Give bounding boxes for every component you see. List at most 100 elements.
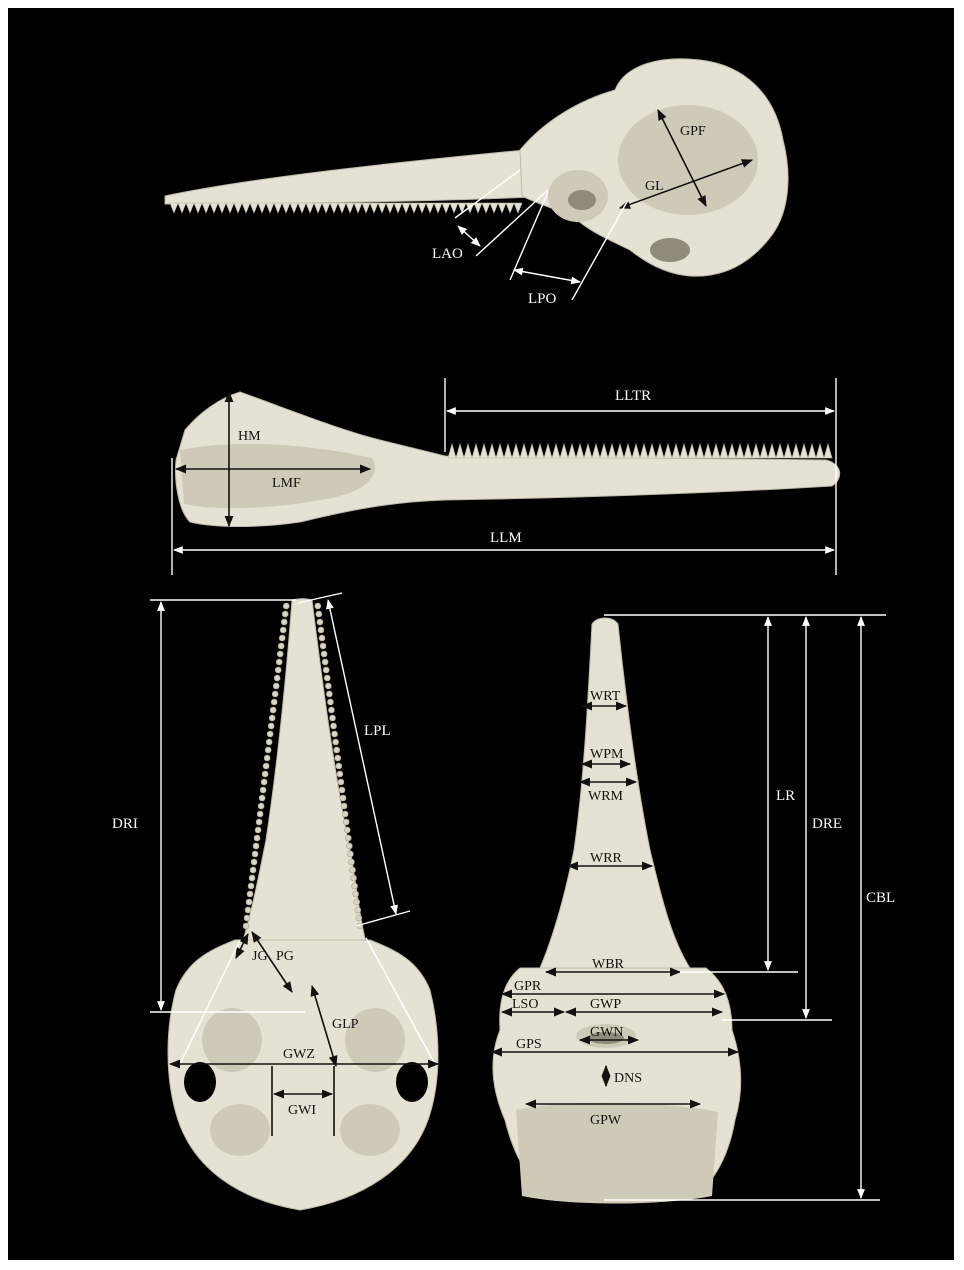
ventral-tooth — [244, 915, 250, 921]
ventral-tooth — [277, 651, 283, 657]
lateral-tooth — [418, 203, 426, 213]
ventral-tooth — [316, 611, 322, 617]
mandible-tooth — [624, 444, 632, 458]
gwi-label: GWI — [288, 1103, 316, 1118]
ventral-tooth — [341, 803, 347, 809]
ventral-tooth — [269, 715, 275, 721]
lso-label: LSO — [512, 997, 538, 1012]
mandible-tooth — [512, 444, 520, 458]
ventral-tooth — [322, 659, 328, 665]
ventral-tooth — [321, 651, 327, 657]
orbit-shadow — [568, 190, 596, 210]
lateral-skull-view: GPF GL LAO LPO — [165, 59, 788, 307]
ventral-tooth — [355, 907, 361, 913]
mandible-tooth — [544, 444, 552, 458]
lateral-tooth — [210, 203, 218, 213]
wpm-label: WPM — [590, 747, 624, 762]
dns-label: DNS — [614, 1071, 642, 1086]
llm-label: LLM — [490, 530, 522, 546]
mandible-tooth — [696, 444, 704, 458]
lateral-rostrum — [165, 146, 560, 204]
ventral-tooth — [317, 619, 323, 625]
lmf-label: LMF — [272, 476, 301, 491]
gpr-label: GPR — [514, 979, 542, 994]
ventral-tooth — [282, 611, 288, 617]
lateral-tooth — [314, 203, 322, 213]
ventral-rostrum — [240, 599, 368, 951]
mandible-view: LLTR HM LMF LLM — [172, 378, 840, 575]
lateral-tooth — [186, 203, 194, 213]
lateral-tooth — [482, 203, 490, 213]
lr-label: LR — [776, 788, 795, 804]
ventral-tooth — [254, 835, 260, 841]
lateral-tooth — [322, 203, 330, 213]
ventral-tooth — [342, 811, 348, 817]
mandible-tooth — [584, 444, 592, 458]
ventral-tooth — [337, 771, 343, 777]
lateral-tooth — [338, 203, 346, 213]
ventral-tooth — [279, 635, 285, 641]
mandible-tooth — [816, 444, 824, 458]
ventral-tooth — [276, 659, 282, 665]
mandible-tooth — [504, 444, 512, 458]
ventral-tooth — [280, 627, 286, 633]
ventral-tooth — [352, 883, 358, 889]
mandible-tooth — [448, 444, 456, 458]
ventral-tooth — [271, 699, 277, 705]
gps-label: GPS — [516, 1037, 542, 1052]
ventral-tooth — [340, 795, 346, 801]
mandible-tooth — [712, 444, 720, 458]
ventral-tooth — [260, 787, 266, 793]
ventral-tooth — [338, 779, 344, 785]
ventral-tooth — [265, 747, 271, 753]
ventral-tooth — [255, 827, 261, 833]
mandible-tooth — [568, 444, 576, 458]
mandible-tooth — [528, 444, 536, 458]
left-orbit-hole — [184, 1062, 216, 1102]
ventral-tooth — [246, 899, 252, 905]
ventral-tooth — [323, 667, 329, 673]
gpf-label: GPF — [680, 124, 706, 139]
ventral-tooth — [328, 707, 334, 713]
lateral-tooth — [234, 203, 242, 213]
lateral-tooth — [298, 203, 306, 213]
gwz-label: GWZ — [283, 1047, 315, 1062]
left-tympanic — [210, 1104, 270, 1156]
lateral-tooth — [378, 203, 386, 213]
mandible-tooth — [784, 444, 792, 458]
ventral-tooth — [249, 875, 255, 881]
right-orbit-hole — [396, 1062, 428, 1102]
mandible-tooth — [672, 444, 680, 458]
mandible-tooth — [824, 444, 832, 458]
ventral-tooth — [270, 707, 276, 713]
lateral-tooth — [218, 203, 226, 213]
ventral-tooth — [315, 603, 321, 609]
ventral-tooth — [268, 723, 274, 729]
mandible-tooth — [496, 444, 504, 458]
ventral-tooth — [263, 763, 269, 769]
ventral-tooth — [344, 827, 350, 833]
lateral-tooth — [434, 203, 442, 213]
mandible-tooth — [792, 444, 800, 458]
ventral-tooth — [334, 747, 340, 753]
ventral-tooth — [331, 723, 337, 729]
mandible-tooth — [808, 444, 816, 458]
lateral-tooth — [354, 203, 362, 213]
lpo-arrow — [514, 270, 580, 282]
mandible-tooth — [680, 444, 688, 458]
ventral-skull-view: DRI LPL JG PG GLP GWZ GWI — [112, 593, 438, 1210]
ventral-tooth — [273, 683, 279, 689]
lateral-tooth — [170, 203, 178, 213]
mandible-tooth — [488, 444, 496, 458]
ventral-tooth — [258, 803, 264, 809]
ventral-tooth — [248, 883, 254, 889]
mandible-tooth — [560, 444, 568, 458]
mandible-tooth — [656, 444, 664, 458]
lateral-tooth — [258, 203, 266, 213]
ventral-tooth — [261, 779, 267, 785]
lateral-tooth — [450, 203, 458, 213]
mandible-tooth — [640, 444, 648, 458]
ventral-tooth — [346, 843, 352, 849]
